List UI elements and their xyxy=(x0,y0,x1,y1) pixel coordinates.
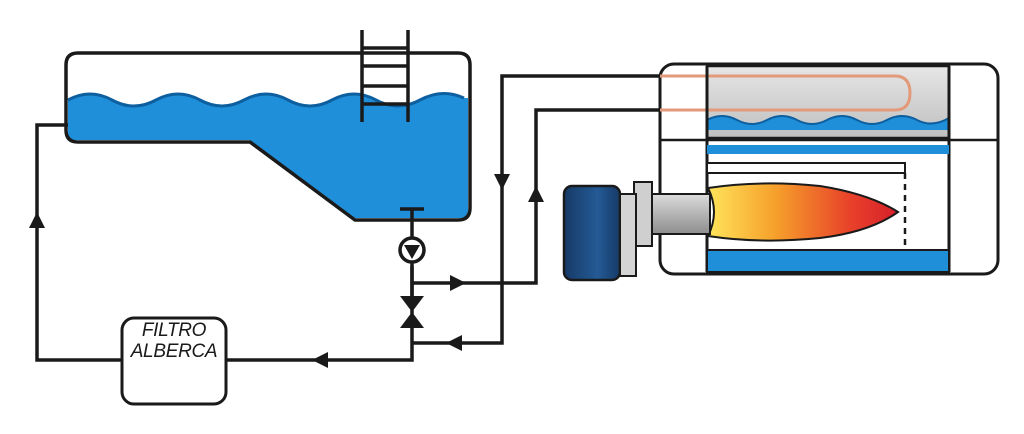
valve-icon xyxy=(400,296,424,328)
flow-arrows xyxy=(29,174,544,368)
pipe-pool-inlet xyxy=(35,123,122,362)
pipe-filter-to-valve xyxy=(226,248,414,362)
flame-icon xyxy=(706,182,900,242)
pool-water xyxy=(68,93,468,218)
burner-motor xyxy=(562,184,622,282)
combustion-chamber-top xyxy=(706,162,906,174)
filter-label: FILTRO ALBERCA xyxy=(122,320,226,362)
pool-wave-line xyxy=(67,92,465,108)
arrow-down-return xyxy=(494,174,510,190)
arrow-left-return xyxy=(446,335,462,351)
filter-box xyxy=(120,316,228,406)
heater-bottom-band xyxy=(706,249,950,273)
pool xyxy=(64,30,472,238)
heater xyxy=(658,62,1000,276)
arrow-up-left xyxy=(29,212,45,228)
pool-ladder xyxy=(360,30,410,122)
filter-label-line2: ALBERCA xyxy=(130,341,218,362)
pool-outline xyxy=(64,51,472,222)
arrow-up-supply xyxy=(528,186,544,202)
pump-icon xyxy=(398,236,426,264)
arrow-left-bottom xyxy=(312,352,328,368)
burner xyxy=(562,181,711,282)
heater-coil xyxy=(660,74,912,112)
filter-label-line1: FILTRO xyxy=(141,320,207,341)
heater-top-band xyxy=(707,145,949,154)
arrow-right-supply xyxy=(450,275,466,291)
